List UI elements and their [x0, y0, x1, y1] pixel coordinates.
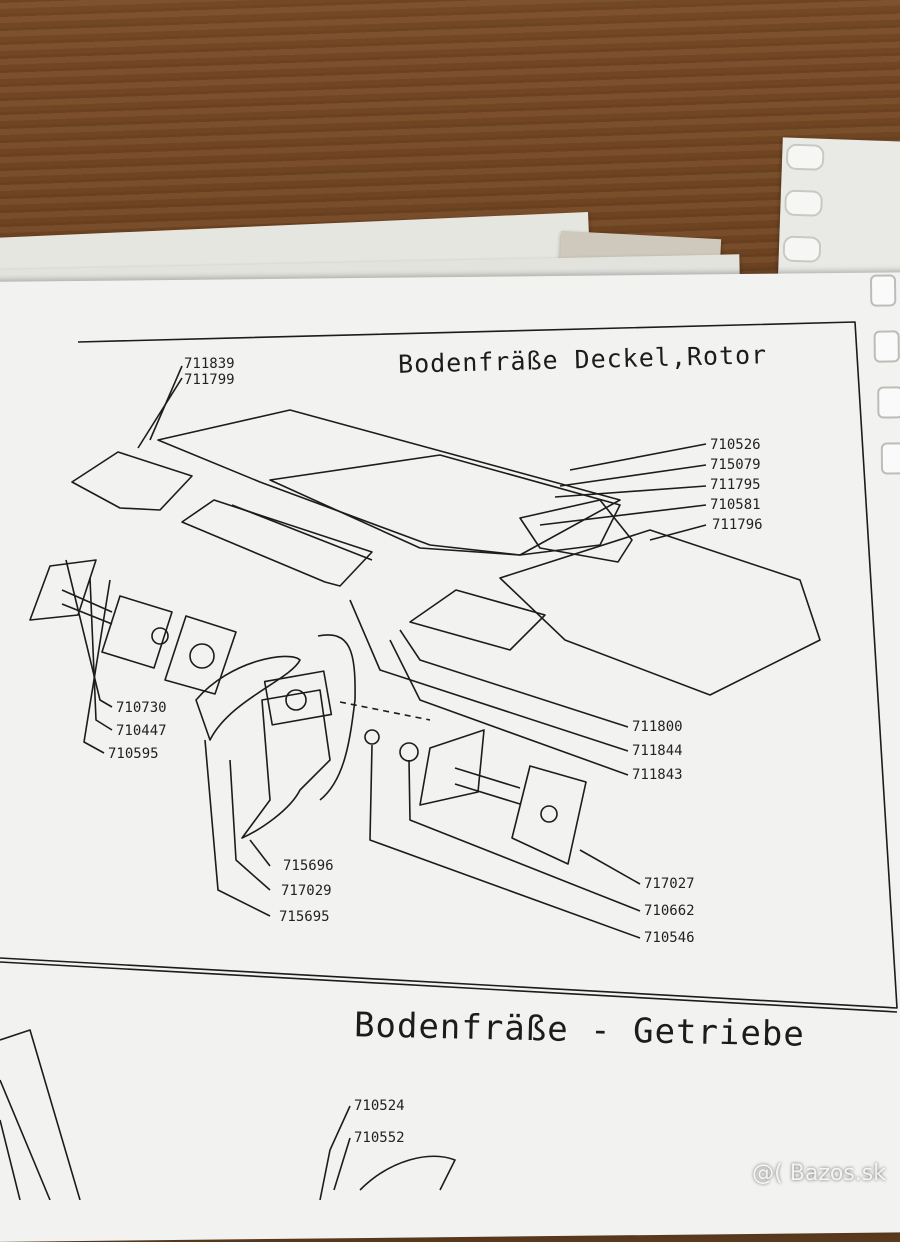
part-number: 710662: [644, 903, 695, 919]
right-flange-plate: [419, 729, 485, 806]
part-number: 710524: [354, 1098, 405, 1114]
right-bearing-plate: [511, 765, 587, 865]
part-number: 710526: [710, 437, 761, 453]
part-number: 717029: [281, 883, 332, 899]
tine-blade: [317, 634, 356, 801]
tine-body: [241, 689, 331, 839]
tine-left: [195, 655, 301, 741]
part-number: 717027: [644, 876, 695, 892]
small-plate: [409, 589, 546, 651]
part-number: 715695: [279, 909, 330, 925]
right-nut: [399, 742, 419, 762]
rotor-axis: [339, 701, 431, 721]
part-number: 710447: [116, 723, 167, 739]
part-number: 710595: [108, 746, 159, 762]
part-number: 711844: [632, 743, 683, 759]
right-shaft: [454, 767, 521, 789]
left-hub: [189, 643, 215, 669]
right-washer: [364, 729, 380, 745]
part-number: 711796: [712, 517, 763, 533]
part-number: 710546: [644, 930, 695, 946]
part-number: 711839: [184, 356, 235, 372]
hinge-rod: [231, 504, 373, 561]
part-number: 715696: [283, 858, 334, 874]
gearbox-part: [359, 1155, 456, 1191]
part-number: 715079: [710, 457, 761, 473]
left-flap-plate: [71, 451, 193, 511]
tine-hub: [263, 670, 333, 726]
exploded-parts-diagram: [0, 321, 898, 1200]
part-number: 711795: [710, 477, 761, 493]
tine-hub-center: [285, 689, 307, 711]
left-bearing-plate: [101, 595, 173, 669]
part-number: 711800: [632, 719, 683, 735]
right-bearing-hole: [540, 805, 558, 823]
rotor-hood: [499, 529, 821, 696]
center-bracket: [519, 499, 633, 563]
left-flange-plate: [29, 559, 97, 621]
part-number: 711799: [184, 372, 235, 388]
left-hub-plate: [164, 615, 237, 695]
part-number: 710581: [710, 497, 761, 513]
left-shaft: [61, 589, 113, 613]
site-watermark: @( Bazos.sk: [752, 1161, 886, 1186]
section-divider: [0, 961, 898, 1013]
part-number: 710730: [116, 700, 167, 716]
part-number: 710552: [354, 1130, 405, 1146]
cover-plate-side: [269, 454, 621, 556]
diagram-frame: [0, 321, 898, 1009]
gearbox-housing-left: [0, 1029, 81, 1200]
hinge-plate: [181, 499, 373, 587]
left-bearing-hole: [151, 627, 169, 645]
part-number: 711843: [632, 767, 683, 783]
